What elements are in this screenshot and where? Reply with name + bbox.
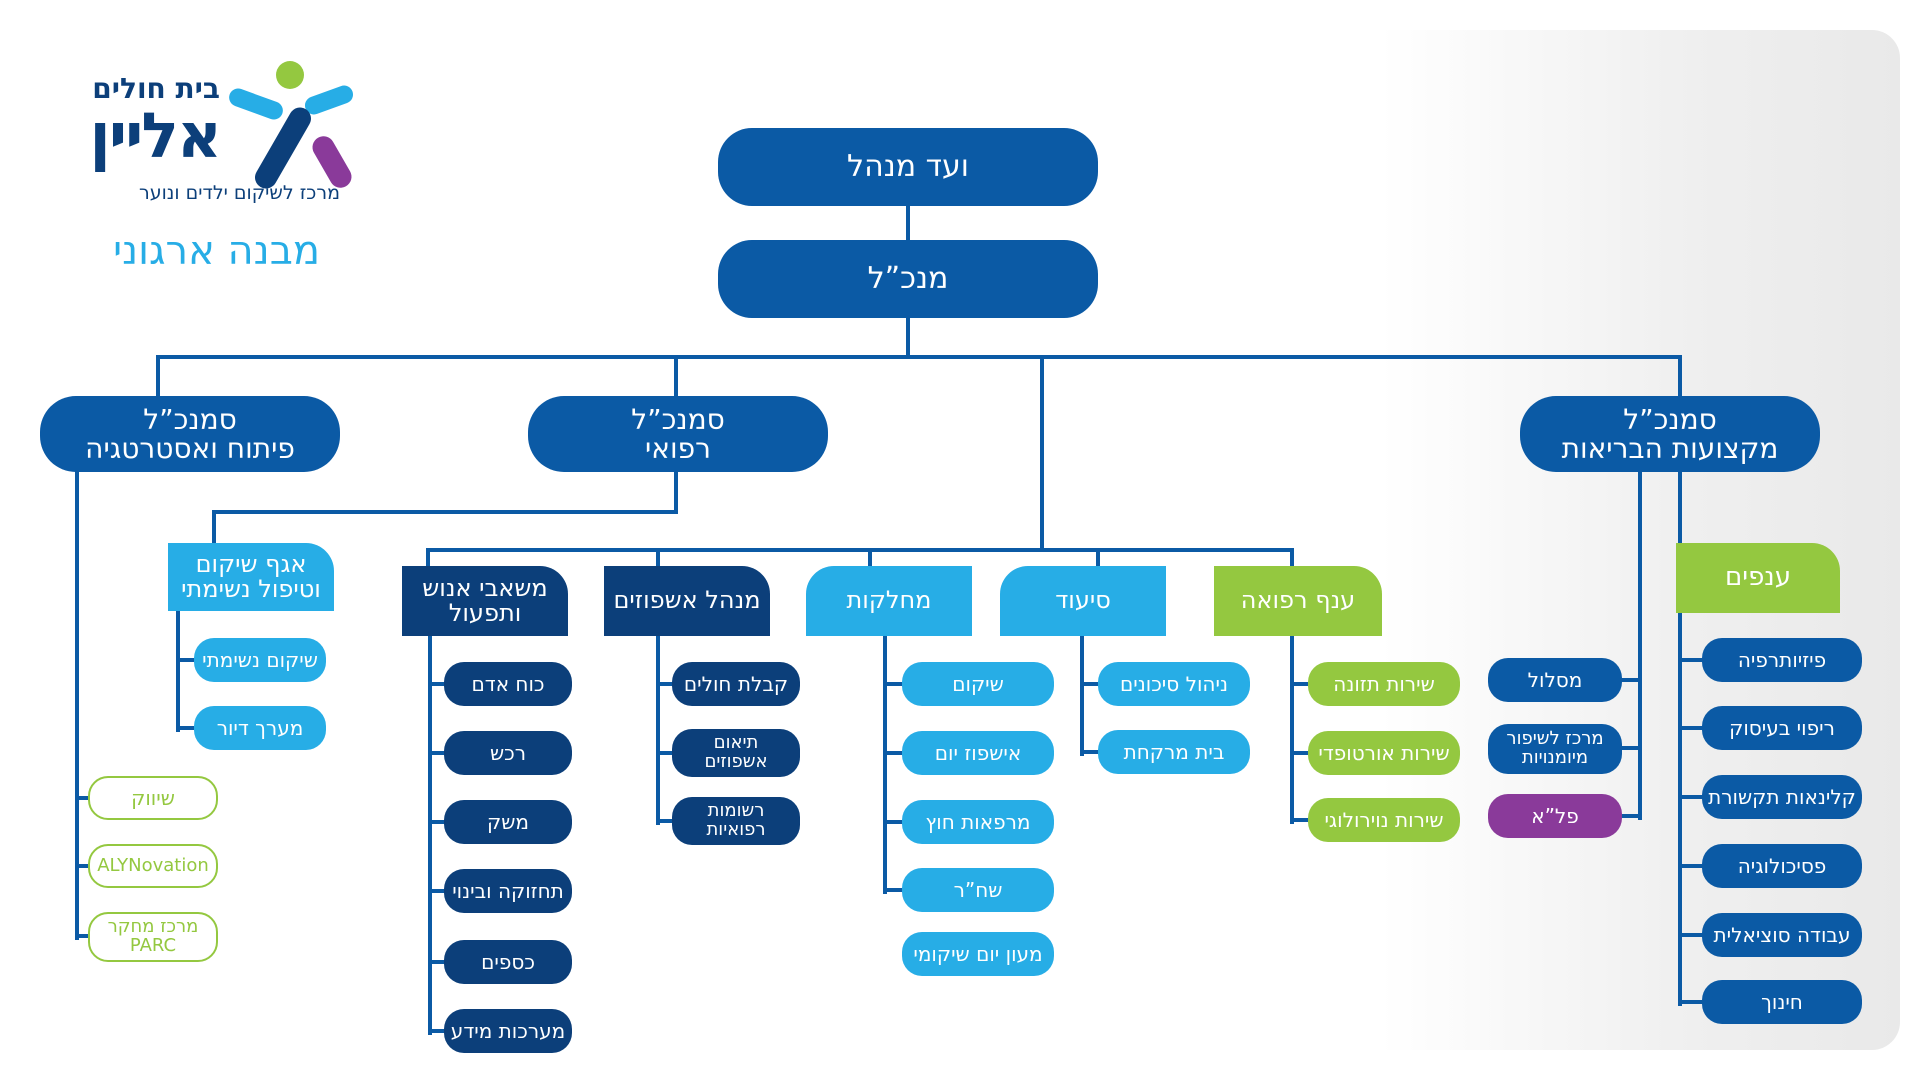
ceo-box: מנכ”ל: [718, 240, 1098, 318]
departments-item: שיקום: [902, 662, 1054, 706]
logo-mark: [229, 61, 354, 189]
vp-health-professions-box: סמנכ”ל מקצועות הבריאות: [1520, 396, 1820, 472]
dev-item-alynovation: ALYNovation: [88, 844, 218, 888]
hr-item: כספים: [444, 940, 572, 984]
branches-item: חינוך: [1702, 980, 1862, 1024]
respiratory-item: שיקום נשימתי: [194, 638, 326, 682]
nursing-header: סיעוד: [1000, 566, 1166, 636]
admissions-header: מנהל אשפוזים: [604, 566, 770, 636]
branches-item: קלינאות תקשורת: [1702, 775, 1862, 819]
branches-header: ענפים: [1676, 543, 1840, 613]
medical-branch-item: שירות תזונה: [1308, 662, 1460, 706]
vp-development-box: סמנכ”ל פיתוח ואסטרטגיה: [40, 396, 340, 472]
admissions-item: רשומות רפואיות: [672, 797, 800, 845]
hr-header: משאבי אנוש ותפעול: [402, 566, 568, 636]
health-middle-item: מסלול: [1488, 658, 1622, 702]
hr-item: כוח אדם: [444, 662, 572, 706]
branches-item: עבודה סוציאלית: [1702, 913, 1862, 957]
branches-item: ריפוי בעיסוק: [1702, 706, 1862, 750]
admissions-item: קבלת חולים: [672, 662, 800, 706]
branches-item: פיזיותרפיה: [1702, 638, 1862, 682]
logo-subtitle: מרכז לשיקום ילדים ונוער: [138, 182, 340, 204]
nursing-item: בית מרקחת: [1098, 730, 1250, 774]
departments-item: מרפאות חוץ: [902, 800, 1054, 844]
logo-line2: אליין: [89, 99, 222, 172]
board-box: ועד מנהל: [718, 128, 1098, 206]
branches-item: פסיכולוגיה: [1702, 844, 1862, 888]
hr-item: תחזוקה ובינוי: [444, 869, 572, 913]
dev-item-marketing: שיווק: [88, 776, 218, 820]
medical-branch-header: ענף רפואה: [1214, 566, 1382, 636]
health-middle-item: פל”א: [1488, 794, 1622, 838]
admissions-item: תיאום אשפוזים: [672, 729, 800, 777]
departments-header: מחלקות: [806, 566, 972, 636]
departments-item: שח”ר: [902, 868, 1054, 912]
medical-branch-item: שירות נוירולוגי: [1308, 798, 1460, 842]
departments-item: אישפוז יום: [902, 731, 1054, 775]
logo-line1: בית חולים: [92, 72, 220, 105]
respiratory-item: מערך דיור: [194, 706, 326, 750]
dev-item-parc: מרכז מחקר PARC: [88, 912, 218, 962]
medical-branch-item: שירות אורטופדי: [1308, 731, 1460, 775]
hr-item: רכש: [444, 731, 572, 775]
hr-item: מערכות מידע: [444, 1009, 572, 1053]
departments-item: מעון יום שיקומי: [902, 932, 1054, 976]
health-middle-item: מרכז לשיפור מיומנויות: [1488, 724, 1622, 774]
respiratory-header: אגף שיקום וטיפול נשימתי: [168, 543, 334, 611]
page-title: מבנה ארגוני: [113, 228, 320, 274]
vp-medical-box: סמנכ”ל רפואי: [528, 396, 828, 472]
nursing-item: ניהול סיכונים: [1098, 662, 1250, 706]
hr-item: משק: [444, 800, 572, 844]
logo-wordmark: בית חולים אליין: [60, 72, 222, 172]
